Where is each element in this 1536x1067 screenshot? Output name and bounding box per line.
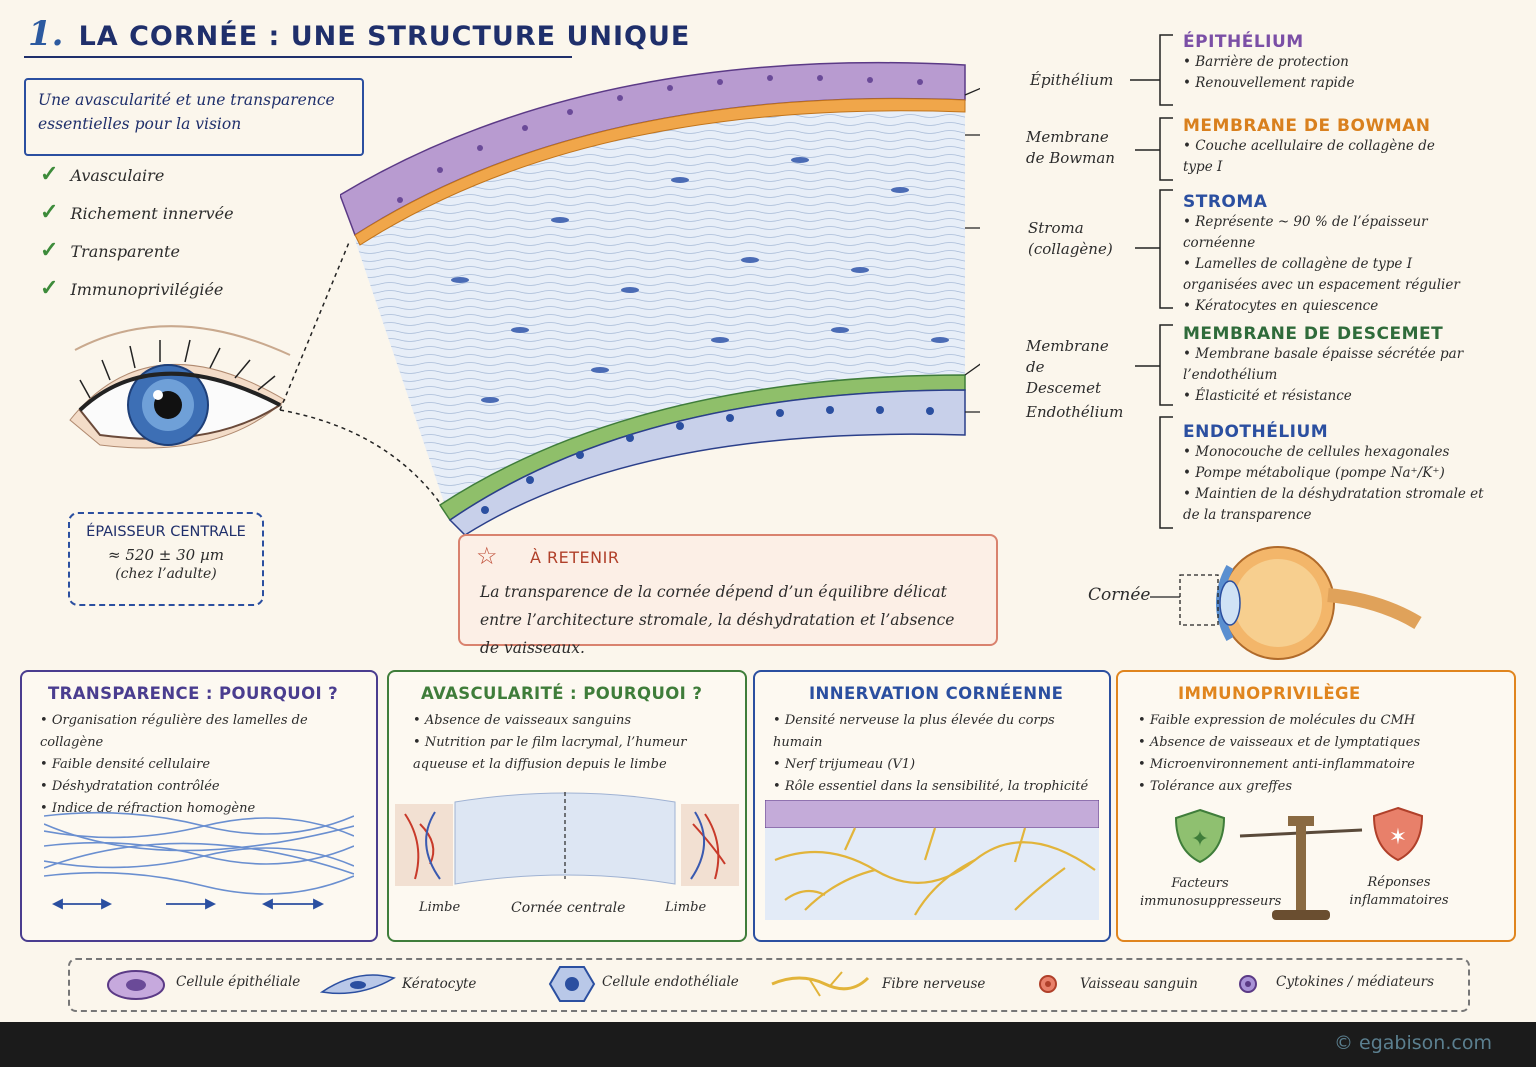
legend-label: Vaisseau sanguin: [1080, 976, 1198, 992]
check-icon: ✓: [40, 161, 59, 187]
desc-bowman: MEMBRANE DE BOWMAN Couche acellulaire de…: [1183, 116, 1443, 178]
thickness-value: ≈ 520 ± 30 µm: [108, 546, 224, 564]
limbe-label-right: Limbe: [665, 900, 707, 915]
label-bowman: Membrane de Bowman: [1026, 128, 1115, 167]
label-immunosuppressive: Facteurs immunosuppresseurs: [1140, 876, 1282, 909]
nerve-fiber-icon: [771, 971, 870, 997]
desc-descemet: MEMBRANE DE DESCEMET Membrane basale épa…: [1183, 324, 1473, 407]
cytokine-icon: [1239, 975, 1257, 993]
endothelial-cell-icon: [548, 966, 596, 1002]
star-icon: ☆: [476, 542, 498, 570]
label-inflammatory: Réponses inflammatoires: [1349, 875, 1449, 908]
balance-scale-icon: [1239, 816, 1363, 920]
svg-text:✦: ✦: [1191, 827, 1209, 852]
title-text: LA CORNÉE : UNE STRUCTURE UNIQUE: [78, 21, 691, 52]
panel-list: Absence de vaisseaux sanguins Nutrition …: [413, 710, 733, 776]
panel-immunoprivilege: IMMUNOPRIVILÈGE Faible expression de mol…: [1116, 670, 1516, 942]
shield-red-icon: ✶: [1372, 806, 1424, 862]
retenir-box: ☆ À RETENIR La transparence de la cornée…: [458, 534, 998, 657]
check-icon: ✓: [40, 199, 59, 225]
label-stroma: Stroma (collagène): [1028, 219, 1113, 258]
label-descemet: Membrane de Descemet: [1026, 337, 1109, 397]
retenir-text: La transparence de la cornée dépend d’un…: [480, 583, 955, 657]
desc-endothelium: ENDOTHÉLIUM Monocouche de cellules hexag…: [1183, 422, 1488, 526]
checklist-item: ✓Richement innervée: [40, 199, 234, 225]
panel-transparence: TRANSPARENCE : POURQUOI ? Organisation r…: [20, 670, 378, 942]
nerve-illustration: [765, 800, 1099, 920]
page-title: 1. LA CORNÉE : UNE STRUCTURE UNIQUE: [28, 14, 690, 54]
shield-green-icon: ✦: [1174, 808, 1226, 864]
panel-title: AVASCULARITÉ : POURQUOI ?: [421, 684, 703, 703]
label-epithelium: Épithélium: [1030, 71, 1114, 89]
legend-label: Kératocyte: [402, 976, 477, 992]
panel-title: INNERVATION CORNÉENNE: [809, 684, 1064, 703]
description-brackets: [1130, 34, 1173, 529]
avascular-illustration: [395, 792, 739, 886]
panel-list: Faible expression de molécules du CMH Ab…: [1138, 710, 1508, 798]
poster: 1. LA CORNÉE : UNE STRUCTURE UNIQUE Une …: [0, 0, 1536, 1022]
label-endothelium: Endothélium: [1026, 403, 1124, 421]
checklist-item: ✓Immunoprivilégiée: [40, 275, 224, 301]
check-icon: ✓: [40, 275, 59, 301]
panel-list: Organisation régulière des lamelles de c…: [40, 710, 370, 820]
watermark: © egabison.com: [1334, 1032, 1492, 1054]
legend-label: Fibre nerveuse: [882, 976, 986, 992]
title-number: 1.: [28, 14, 64, 54]
epithelial-cells: [397, 75, 923, 203]
check-icon: ✓: [40, 237, 59, 263]
panel-title: IMMUNOPRIVILÈGE: [1178, 684, 1361, 703]
title-underline: [24, 56, 572, 58]
thickness-note: (chez l’adulte): [115, 566, 217, 582]
endothelial-cells: [481, 406, 934, 514]
legend-label: Cellule endothéliale: [602, 974, 739, 990]
subtitle-box: Une avascularité et une transparence ess…: [24, 78, 364, 156]
cornea-cross-section: [340, 61, 980, 536]
epithelial-cell-icon: [107, 970, 165, 1000]
blood-vessel-icon: [1039, 975, 1057, 993]
legend: Cellule épithéliale Kératocyte Cellule e…: [68, 958, 1470, 1012]
legend-label: Cellule épithéliale: [176, 974, 301, 990]
panel-title: TRANSPARENCE : POURQUOI ?: [48, 684, 339, 703]
connector-lines: [279, 239, 446, 511]
checklist: ✓Avasculaire ✓Richement innervée ✓Transp…: [40, 156, 234, 308]
eye-cornea-label: Cornée: [1088, 585, 1151, 605]
collagen-lamellae-illustration: [44, 811, 354, 910]
retenir-title: À RETENIR: [530, 548, 620, 567]
keratocytes: [451, 157, 949, 403]
thickness-title: ÉPAISSEUR CENTRALE: [86, 524, 246, 540]
central-cornea-label: Cornée centrale: [511, 900, 626, 916]
svg-text:✶: ✶: [1389, 825, 1407, 850]
checklist-item: ✓Transparente: [40, 237, 180, 263]
desc-stroma: STROMA Représente ~ 90 % de l’épaisseur …: [1183, 192, 1488, 317]
legend-label: Cytokines / médiateurs: [1276, 974, 1435, 990]
eyeball-icon: [1150, 546, 1422, 660]
desc-epithelium: ÉPITHÉLIUM Barrière de protection Renouv…: [1183, 32, 1503, 94]
keratocyte-icon: [320, 974, 396, 995]
eye-icon: [69, 325, 291, 449]
panel-avascularite: AVASCULARITÉ : POURQUOI ? Absence de vai…: [387, 670, 747, 942]
checklist-item: ✓Avasculaire: [40, 161, 165, 187]
panel-innervation: INNERVATION CORNÉENNE Densité nerveuse l…: [753, 670, 1111, 942]
limbe-label-left: Limbe: [419, 900, 461, 915]
thickness-box: ÉPAISSEUR CENTRALE ≈ 520 ± 30 µm (chez l…: [68, 512, 264, 606]
